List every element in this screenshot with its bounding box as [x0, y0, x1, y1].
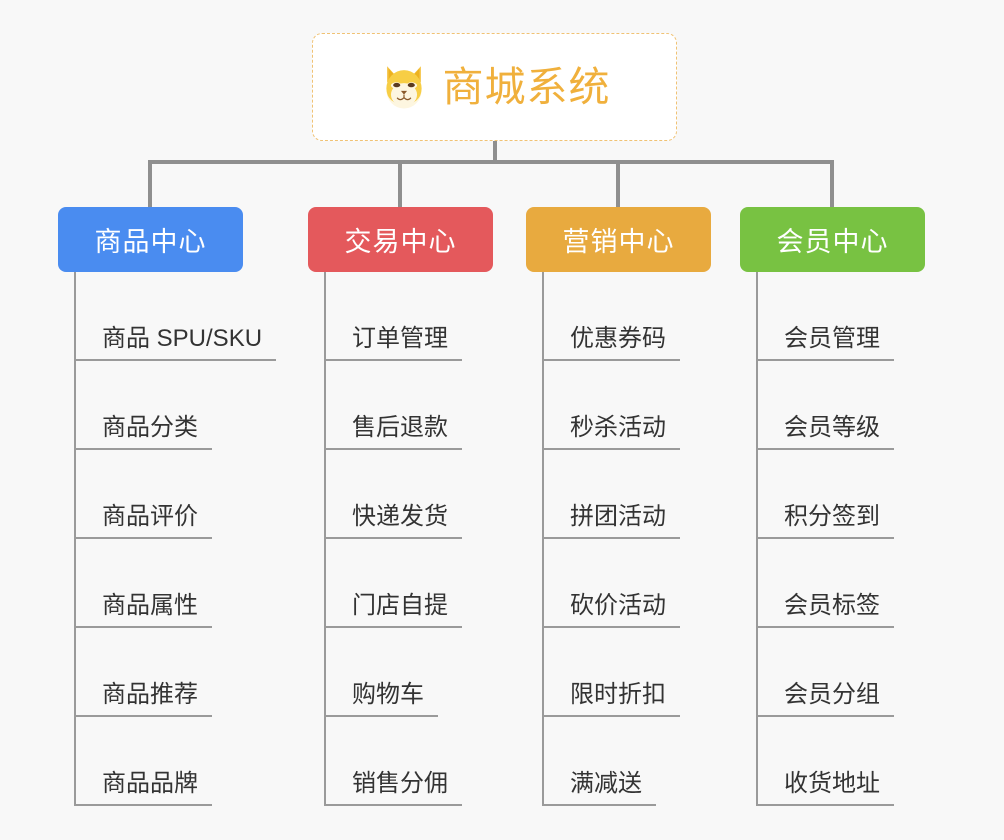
list-item[interactable]: 优惠券码 [526, 272, 740, 361]
category-column-marketing: 营销中心 优惠券码 秒杀活动 拼团活动 砍价活动 限时折扣 满减送 [526, 207, 740, 806]
leaf-list-member: 会员管理 会员等级 积分签到 会员标签 会员分组 收货地址 [740, 272, 960, 806]
category-header-label: 商品中心 [94, 227, 207, 257]
leaf-label: 商品属性 [75, 592, 212, 628]
leaf-label: 收货地址 [757, 770, 894, 806]
list-item[interactable]: 商品推荐 [58, 628, 308, 717]
leaf-stem-line [756, 272, 758, 806]
category-column-product: 商品中心 商品 SPU/SKU 商品分类 商品评价 商品属性 商品推荐 商品品牌 [58, 207, 308, 806]
leaf-list-trade: 订单管理 售后退款 快递发货 门店自提 购物车 销售分佣 [308, 272, 526, 806]
list-item[interactable]: 积分签到 [740, 450, 960, 539]
leaf-label: 购物车 [325, 681, 438, 717]
leaf-label: 商品分类 [75, 414, 212, 450]
leaf-label: 商品评价 [75, 503, 212, 539]
connector-drop-member [830, 160, 834, 208]
leaf-label: 销售分佣 [325, 770, 462, 806]
connector-drop-marketing [616, 160, 620, 208]
leaf-stem-line [324, 272, 326, 806]
leaf-label: 订单管理 [325, 325, 462, 361]
list-item[interactable]: 购物车 [308, 628, 526, 717]
list-item[interactable]: 门店自提 [308, 539, 526, 628]
leaf-stem-line [74, 272, 76, 806]
list-item[interactable]: 砍价活动 [526, 539, 740, 628]
list-item[interactable]: 快递发货 [308, 450, 526, 539]
connector-horizontal-bus [148, 160, 834, 164]
root-node-mall-system[interactable]: 商城系统 [312, 33, 677, 141]
list-item[interactable]: 会员标签 [740, 539, 960, 628]
list-item[interactable]: 限时折扣 [526, 628, 740, 717]
list-item[interactable]: 会员等级 [740, 361, 960, 450]
category-header-product[interactable]: 商品中心 [58, 207, 243, 272]
list-item[interactable]: 会员分组 [740, 628, 960, 717]
leaf-label: 会员分组 [757, 681, 894, 717]
connector-root-stem [493, 141, 497, 162]
connector-drop-trade [398, 160, 402, 208]
leaf-label: 砍价活动 [543, 592, 680, 628]
category-column-trade: 交易中心 订单管理 售后退款 快递发货 门店自提 购物车 销售分佣 [308, 207, 526, 806]
leaf-stem-line [542, 272, 544, 806]
list-item[interactable]: 拼团活动 [526, 450, 740, 539]
category-header-member[interactable]: 会员中心 [740, 207, 925, 272]
leaf-label: 售后退款 [325, 414, 462, 450]
root-node-title: 商城系统 [442, 63, 611, 110]
leaf-label: 会员等级 [757, 414, 894, 450]
leaf-label: 商品推荐 [75, 681, 212, 717]
list-item[interactable]: 商品品牌 [58, 717, 308, 806]
category-header-trade[interactable]: 交易中心 [308, 207, 493, 272]
leaf-label: 商品 SPU/SKU [75, 325, 277, 361]
leaf-label: 快递发货 [325, 503, 462, 539]
leaf-label: 限时折扣 [543, 681, 680, 717]
list-item[interactable]: 销售分佣 [308, 717, 526, 806]
category-header-label: 交易中心 [344, 227, 457, 257]
category-header-label: 营销中心 [562, 227, 675, 257]
list-item[interactable]: 收货地址 [740, 717, 960, 806]
list-item[interactable]: 订单管理 [308, 272, 526, 361]
leaf-list-product: 商品 SPU/SKU 商品分类 商品评价 商品属性 商品推荐 商品品牌 [58, 272, 308, 806]
leaf-label: 优惠券码 [543, 325, 680, 361]
list-item[interactable]: 商品评价 [58, 450, 308, 539]
leaf-label: 满减送 [543, 770, 656, 806]
list-item[interactable]: 售后退款 [308, 361, 526, 450]
list-item[interactable]: 商品属性 [58, 539, 308, 628]
category-header-marketing[interactable]: 营销中心 [526, 207, 711, 272]
category-header-label: 会员中心 [776, 227, 889, 257]
leaf-label: 门店自提 [325, 592, 462, 628]
leaf-list-marketing: 优惠券码 秒杀活动 拼团活动 砍价活动 限时折扣 满减送 [526, 272, 740, 806]
leaf-label: 拼团活动 [543, 503, 680, 539]
shiba-inu-dog-face-icon [385, 66, 422, 109]
list-item[interactable]: 商品 SPU/SKU [58, 272, 308, 361]
leaf-label: 会员标签 [757, 592, 894, 628]
leaf-label: 秒杀活动 [543, 414, 680, 450]
leaf-label: 会员管理 [757, 325, 894, 361]
category-column-member: 会员中心 会员管理 会员等级 积分签到 会员标签 会员分组 收货地址 [740, 207, 960, 806]
list-item[interactable]: 满减送 [526, 717, 740, 806]
leaf-label: 积分签到 [757, 503, 894, 539]
list-item[interactable]: 会员管理 [740, 272, 960, 361]
leaf-label: 商品品牌 [75, 770, 212, 806]
connector-drop-product [148, 160, 152, 208]
list-item[interactable]: 秒杀活动 [526, 361, 740, 450]
list-item[interactable]: 商品分类 [58, 361, 308, 450]
